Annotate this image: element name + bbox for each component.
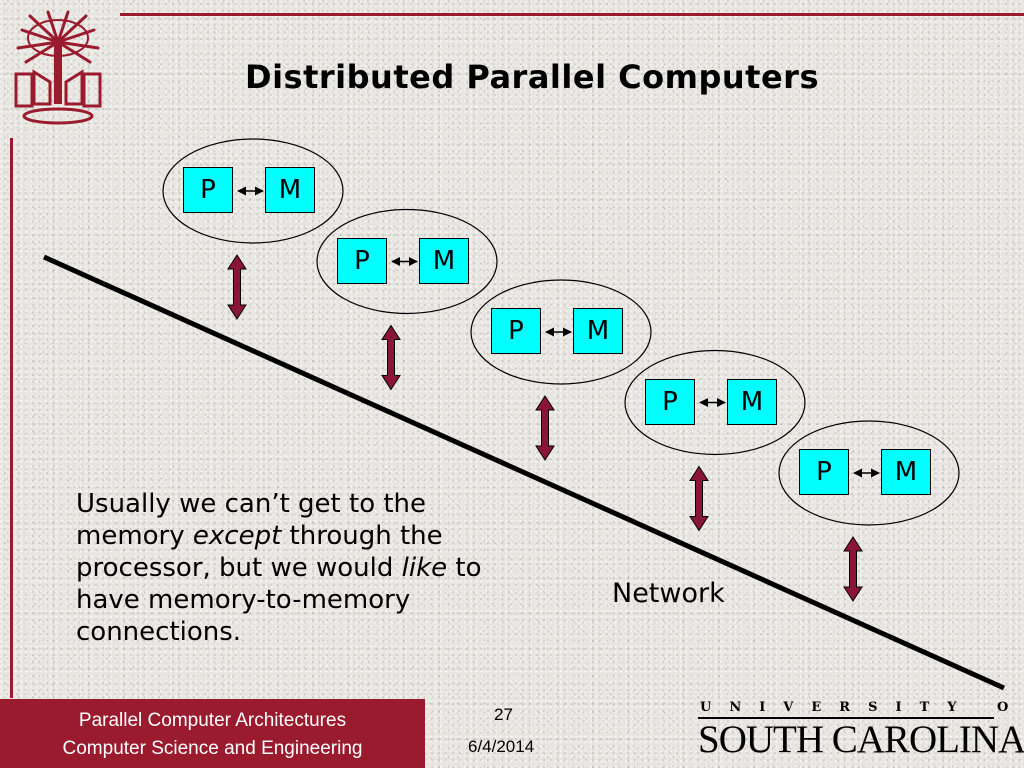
footer-department: Computer Science and Engineering xyxy=(62,738,363,759)
network-line xyxy=(42,254,1006,691)
processor-box: P xyxy=(491,308,541,354)
usc-wordmark-name: SOUTH CAROLINA xyxy=(698,718,1024,761)
network-connection-arrow-icon xyxy=(381,324,401,391)
slide-title: Distributed Parallel Computers xyxy=(245,58,819,96)
network-label: Network xyxy=(612,578,725,609)
body-text-part2: through the processor, but we would xyxy=(76,521,443,583)
usc-wordmark-rule xyxy=(698,717,994,719)
node-ellipse xyxy=(778,420,960,526)
network-connection-arrow-icon xyxy=(843,536,863,602)
body-text-part3: to have memory-to-memory connections. xyxy=(76,553,482,647)
network-connection-arrow-icon xyxy=(227,254,247,320)
left-rule xyxy=(10,138,13,698)
node-ellipse xyxy=(624,349,806,456)
memory-box: M xyxy=(419,237,469,284)
palmetto-tree-logo-icon xyxy=(14,10,102,125)
network-connection-arrow-icon xyxy=(535,395,555,461)
slide-date: 6/4/2014 xyxy=(468,737,535,756)
processor-box: P xyxy=(799,449,849,495)
node-ellipse xyxy=(162,138,344,244)
footer-band: Parallel Computer Architectures Computer… xyxy=(0,699,425,768)
body-text-emphasis-except: except xyxy=(192,521,282,551)
processor-box: P xyxy=(645,378,695,425)
processor-box: P xyxy=(337,237,387,284)
usc-wordmark-top: UNIVERSITY OF xyxy=(700,700,1024,715)
top-rule xyxy=(120,13,1024,16)
body-text: Usually we can’t get to the memory excep… xyxy=(76,488,496,648)
network-connection-arrow-icon xyxy=(689,465,709,532)
memory-box: M xyxy=(573,308,623,354)
node-ellipse xyxy=(316,208,498,315)
processor-box: P xyxy=(183,167,233,213)
page-number: 27 xyxy=(494,705,513,724)
body-text-part1: Usually we can’t get to the memory xyxy=(76,489,427,551)
usc-wordmark-main: SOUTH CAROLINATM xyxy=(698,717,1024,762)
memory-box: M xyxy=(727,378,777,425)
body-text-emphasis-like: like xyxy=(401,553,448,583)
memory-box: M xyxy=(881,449,931,495)
node-ellipse xyxy=(470,279,652,385)
footer-course: Parallel Computer Architectures xyxy=(78,710,347,731)
memory-box: M xyxy=(265,167,315,213)
usc-wordmark: UNIVERSITY OF SOUTH CAROLINATM xyxy=(698,700,1024,764)
